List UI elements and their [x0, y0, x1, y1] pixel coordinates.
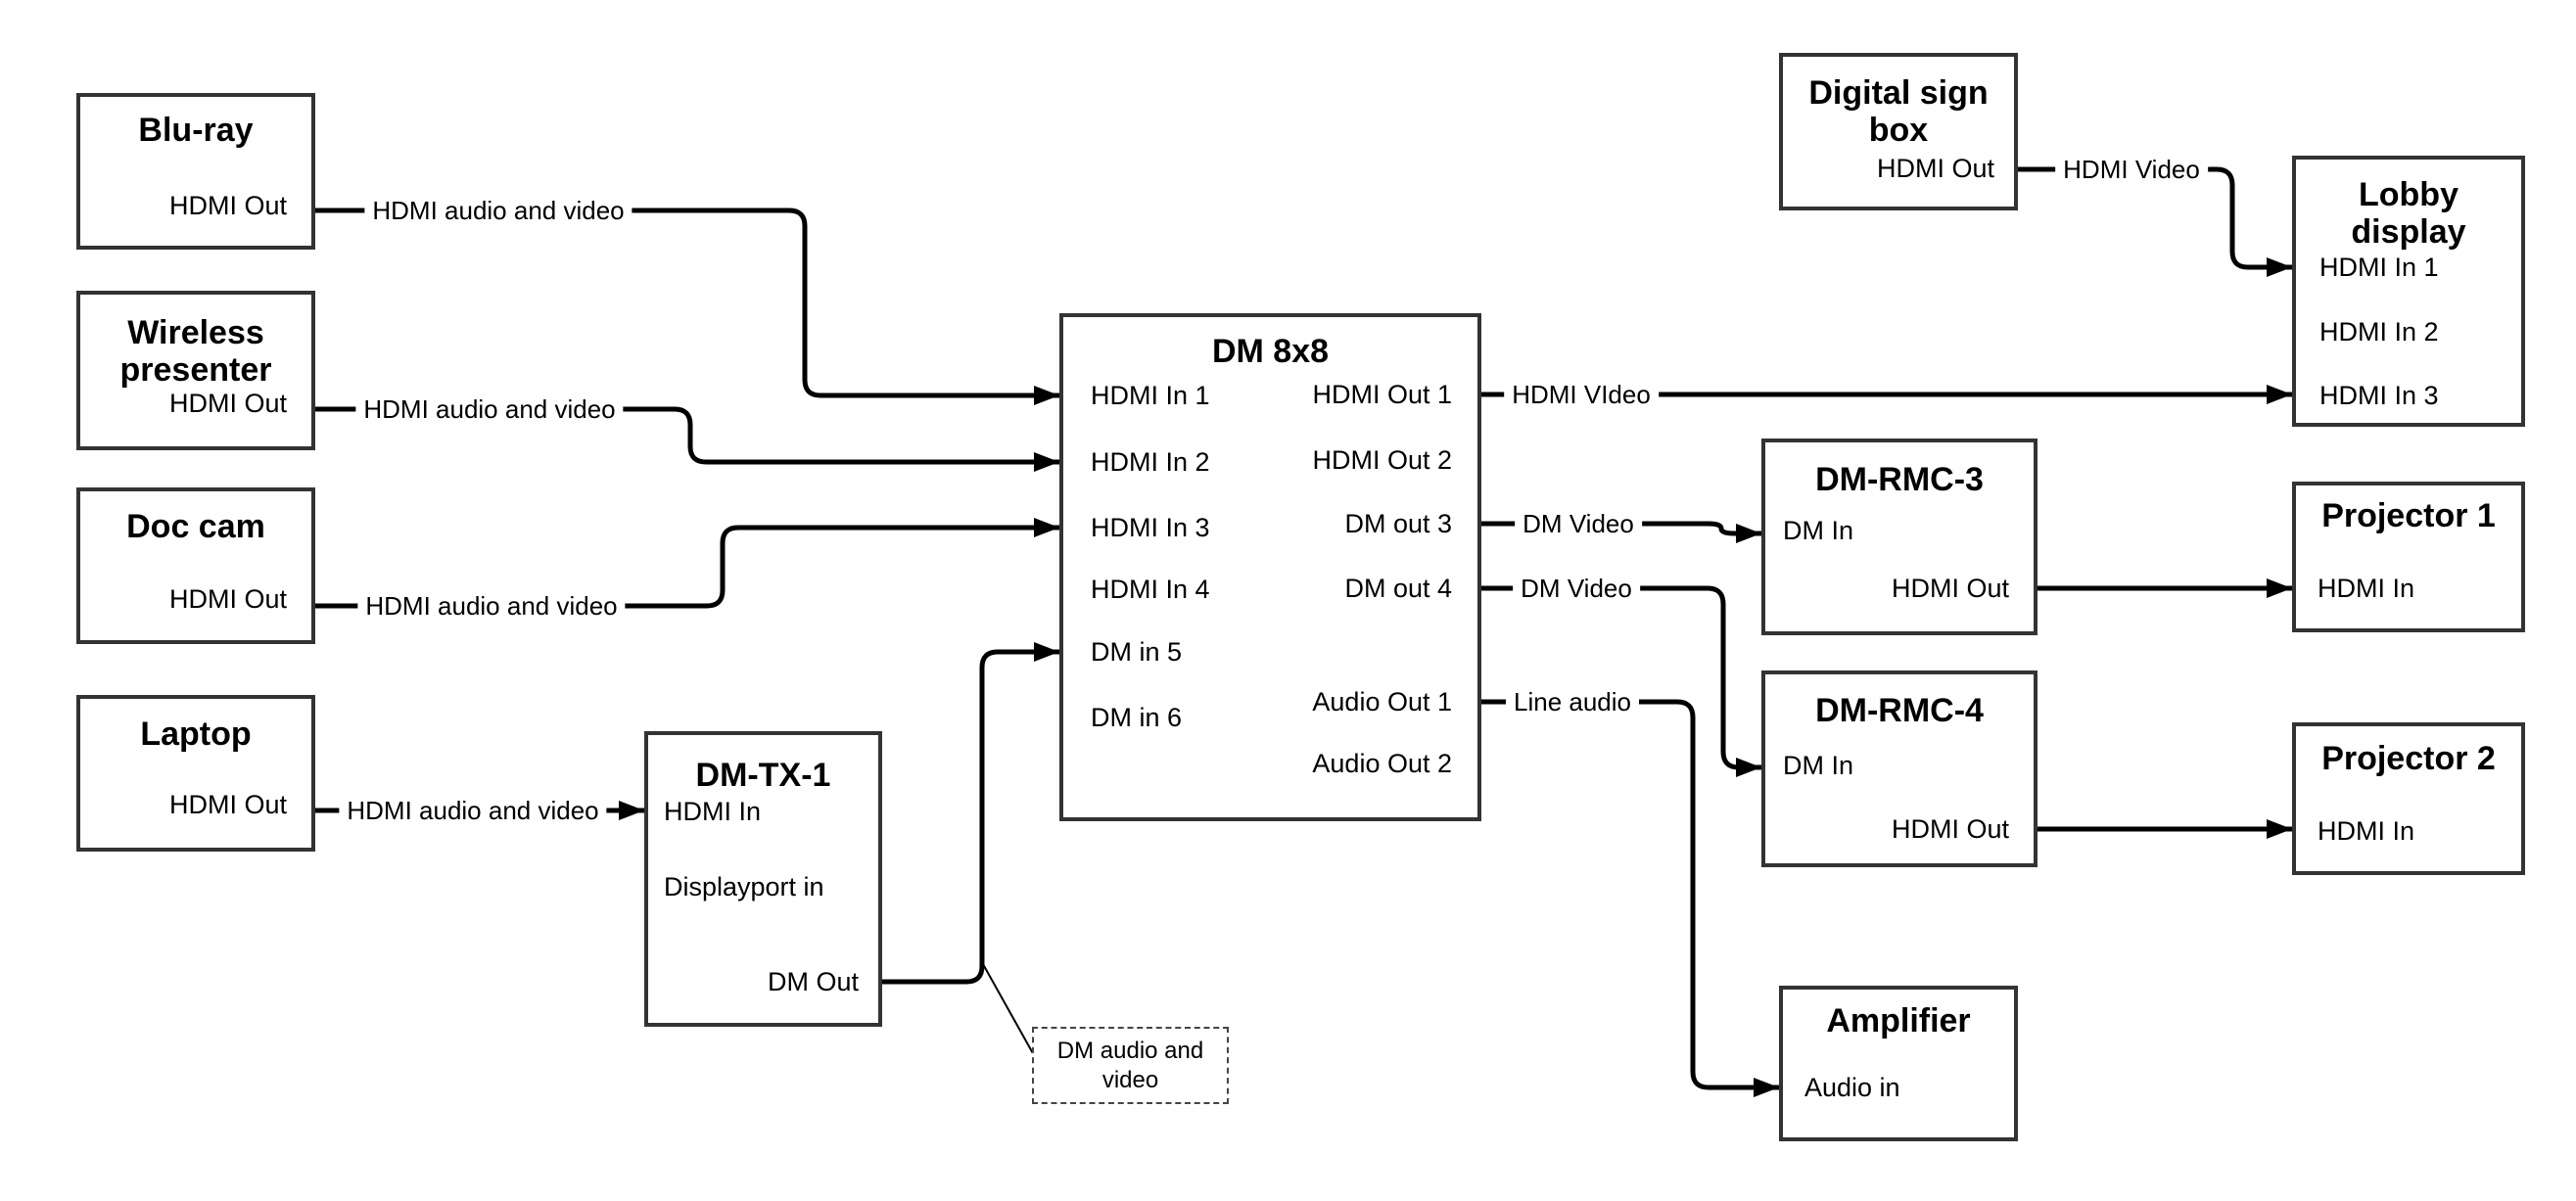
port-dm8x8-hdmi-in-2: HDMI In 2: [1091, 447, 1210, 477]
port-dm8x8-dm-in-5: DM in 5: [1091, 637, 1183, 667]
node-proj2-title: Projector 2: [2321, 740, 2496, 777]
node-digital-sign-box: Digital sign box HDMI Out: [1779, 53, 2018, 210]
port-dm8x8-hdmi-in-4: HDMI In 4: [1091, 575, 1210, 604]
port-lobby-hdmi-in-2: HDMI In 2: [2319, 317, 2439, 346]
edge-dm8x8-audio1-to-amp: [1481, 699, 1779, 1097]
edge-dmtx1-to-dm8x8-in5: [882, 642, 1059, 985]
port-rmc4-hdmi-out: HDMI Out: [1891, 814, 2009, 844]
node-bluray-title: Blu-ray: [138, 112, 254, 149]
edge-label-doccam: HDMI audio and video: [357, 591, 626, 621]
port-rmc4-dm-in: DM In: [1783, 751, 1854, 780]
port-dm8x8-dm-out-4: DM out 4: [1344, 574, 1452, 603]
node-projector-1: Projector 1 HDMI In: [2292, 482, 2525, 632]
port-lobby-hdmi-in-3: HDMI In 3: [2319, 381, 2439, 410]
node-dm-rmc-4: DM-RMC-4 DM In HDMI Out: [1761, 670, 2037, 867]
node-dm8x8-title: DM 8x8: [1211, 333, 1330, 370]
port-doccam-hdmi-out: HDMI Out: [168, 584, 287, 614]
note-dm-audio-and-video: DM audio and video: [1032, 1027, 1229, 1104]
node-dmtx1-title: DM-TX-1: [695, 757, 831, 794]
edge-bluray-to-dm8x8-in1: [315, 208, 1059, 405]
node-laptop-title: Laptop: [140, 716, 252, 753]
port-signbox-hdmi-out: HDMI Out: [1876, 154, 1994, 183]
port-dmtx1-dm-out: DM Out: [767, 967, 859, 996]
port-dm8x8-audio-out-2: Audio Out 2: [1312, 749, 1452, 778]
edge-label-dm-video-3: DM Video: [1515, 509, 1642, 538]
port-laptop-hdmi-out: HDMI Out: [168, 790, 287, 819]
edge-doccam-to-dm8x8-in3: [315, 518, 1059, 609]
node-dm-rmc-3: DM-RMC-3 DM In HDMI Out: [1761, 439, 2037, 635]
node-amp-title: Amplifier: [1826, 1002, 1971, 1039]
port-proj2-hdmi-in: HDMI In: [2318, 816, 2415, 846]
node-doc-cam: Doc cam HDMI Out: [76, 487, 315, 644]
node-rmc3-title: DM-RMC-3: [1815, 461, 1984, 498]
port-proj1-hdmi-in: HDMI In: [2318, 574, 2415, 603]
edge-wireless-to-dm8x8-in2: [315, 406, 1059, 472]
edge-dm8x8-out4-to-rmc4: [1481, 585, 1761, 777]
node-dm-tx-1: DM-TX-1 HDMI In Displayport in DM Out: [644, 731, 882, 1027]
node-proj1-title: Projector 1: [2321, 497, 2496, 534]
node-doccam-title: Doc cam: [126, 508, 265, 545]
node-wireless-presenter: Wireless presenter HDMI Out: [76, 291, 315, 450]
node-signbox-title: Digital sign box: [1808, 74, 1989, 149]
edge-label-line-audio: Line audio: [1506, 687, 1639, 716]
note-callout-line: [982, 963, 1035, 1056]
node-projector-2: Projector 2 HDMI In: [2292, 722, 2525, 875]
node-dm-8x8: DM 8x8 HDMI In 1 HDMI In 2 HDMI In 3 HDM…: [1059, 313, 1481, 821]
port-dm8x8-dm-out-3: DM out 3: [1344, 509, 1452, 538]
node-laptop: Laptop HDMI Out: [76, 695, 315, 852]
port-dm8x8-audio-out-1: Audio Out 1: [1312, 687, 1452, 716]
edge-label-dm-video-4: DM Video: [1513, 574, 1640, 603]
node-rmc4-title: DM-RMC-4: [1815, 692, 1984, 729]
edge-label-wireless: HDMI audio and video: [355, 394, 624, 424]
node-lobby-display: Lobby display HDMI In 1 HDMI In 2 HDMI I…: [2292, 156, 2525, 427]
node-amplifier: Amplifier Audio in: [1779, 986, 2018, 1141]
edge-label-laptop: HDMI audio and video: [339, 796, 607, 825]
edge-label-bluray: HDMI audio and video: [364, 196, 632, 225]
port-lobby-hdmi-in-1: HDMI In 1: [2319, 253, 2439, 282]
edge-dm8x8-out3-to-rmc3: [1481, 521, 1761, 543]
port-dm8x8-hdmi-in-3: HDMI In 3: [1091, 513, 1210, 542]
edge-signbox-to-lobby-in1: [2018, 166, 2292, 277]
port-amp-audio-in: Audio in: [1804, 1073, 1900, 1102]
node-wireless-title: Wireless presenter: [119, 314, 272, 389]
port-dm8x8-dm-in-6: DM in 6: [1091, 703, 1183, 732]
port-dmtx1-hdmi-in: HDMI In: [664, 797, 762, 826]
port-dmtx1-displayport-in: Displayport in: [664, 872, 824, 901]
edge-label-hdmi-video-out1: HDMI VIdeo: [1504, 380, 1659, 409]
port-dm8x8-hdmi-out-2: HDMI Out 2: [1312, 445, 1452, 475]
port-rmc3-hdmi-out: HDMI Out: [1891, 574, 2009, 603]
node-lobby-title: Lobby display: [2351, 176, 2466, 251]
port-bluray-hdmi-out: HDMI Out: [168, 191, 287, 220]
port-rmc3-dm-in: DM In: [1783, 516, 1854, 545]
port-dm8x8-hdmi-out-1: HDMI Out 1: [1312, 380, 1452, 409]
node-bluray: Blu-ray HDMI Out: [76, 93, 315, 250]
port-wireless-hdmi-out: HDMI Out: [168, 389, 287, 418]
port-dm8x8-hdmi-in-1: HDMI In 1: [1091, 381, 1210, 410]
edge-label-hdmi-video-signbox: HDMI Video: [2055, 155, 2208, 184]
